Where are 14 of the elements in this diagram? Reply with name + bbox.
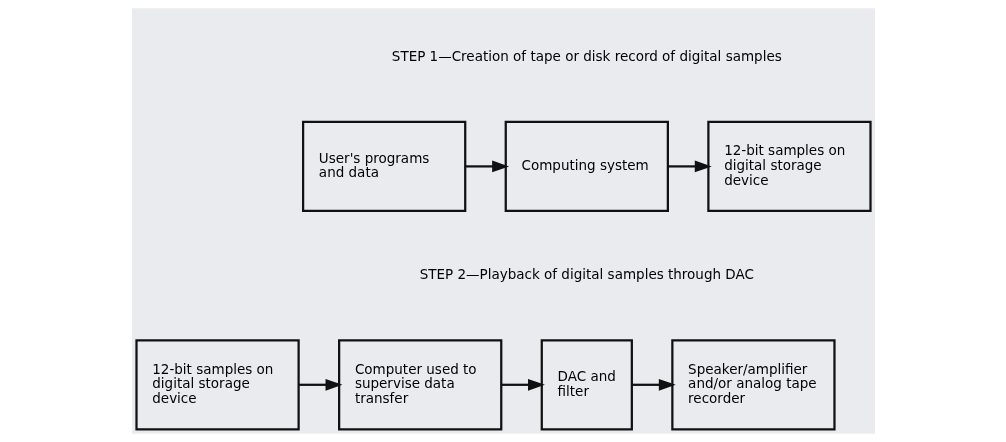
node-box: Computer used to supervise data transfer bbox=[337, 339, 502, 431]
arrow bbox=[501, 378, 545, 391]
label: STEP 1—Creation of tape or disk record of digital samples bbox=[391, 47, 782, 64]
node-box: 12-bit samples on digital storage device bbox=[134, 339, 300, 431]
arrow bbox=[464, 160, 509, 173]
arrow bbox=[298, 378, 342, 391]
arrow bbox=[667, 160, 712, 173]
node-box: Speaker/amplifier and/or analog tape recorder bbox=[670, 339, 836, 431]
node-box: DAC and filter bbox=[540, 339, 633, 431]
node-box: Computing system bbox=[504, 120, 669, 212]
arrow bbox=[631, 378, 676, 391]
label: STEP 2—Playback of digital samples through DAC bbox=[419, 266, 754, 283]
node-box: User's programs and data bbox=[301, 120, 466, 212]
node-box: 12-bit samples on digital storage device bbox=[706, 120, 872, 212]
